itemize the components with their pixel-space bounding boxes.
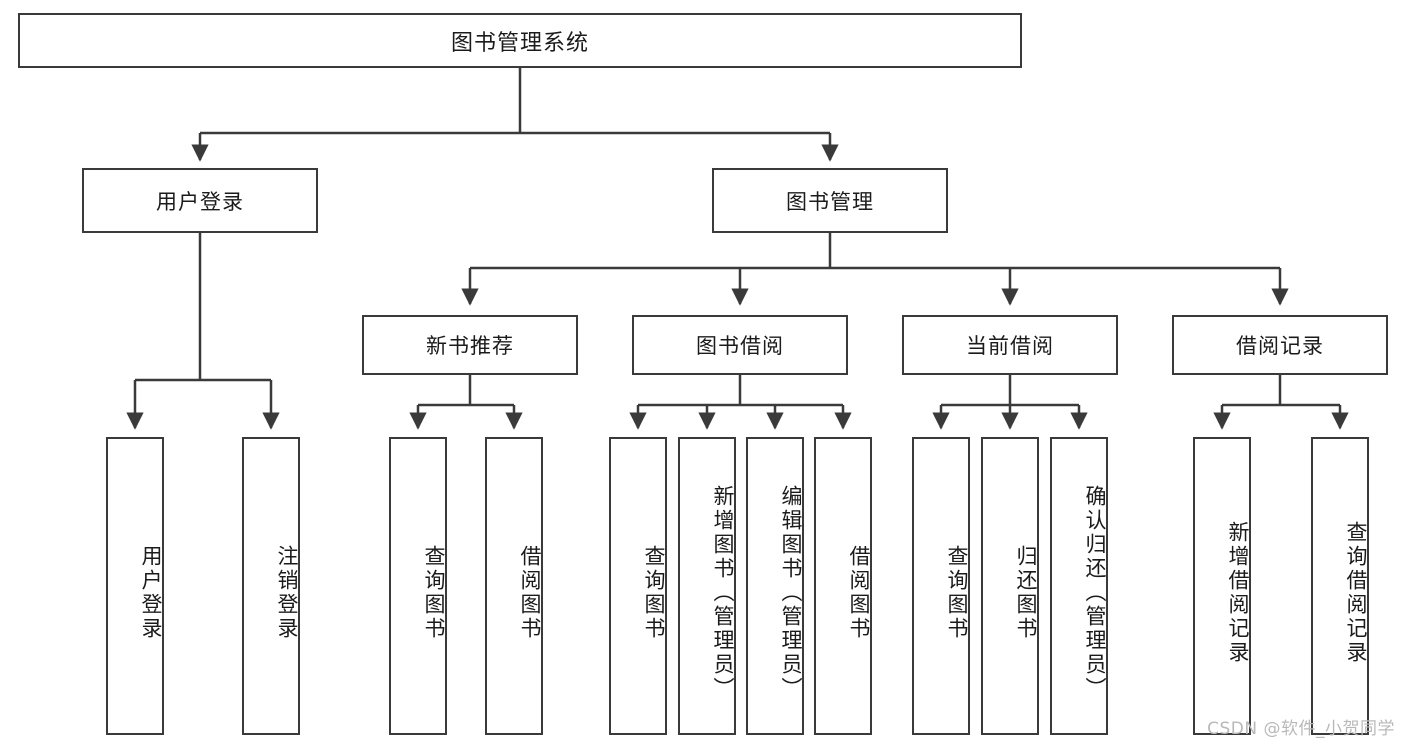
leaf-book-borrow-edit[interactable]: 编辑图书（管理员） <box>746 437 804 735</box>
leaf-current-borrow-query[interactable]: 查询图书 <box>912 437 970 735</box>
node-borrow-record[interactable]: 借阅记录 <box>1172 315 1388 375</box>
node-book-borrow[interactable]: 图书借阅 <box>632 315 848 375</box>
leaf-borrow-record-query[interactable]: 查询借阅记录 <box>1311 437 1369 735</box>
leaf-new-book-query[interactable]: 查询图书 <box>389 437 447 735</box>
leaf-current-borrow-return[interactable]: 归还图书 <box>981 437 1039 735</box>
node-user-login[interactable]: 用户登录 <box>82 168 318 233</box>
node-current-borrow[interactable]: 当前借阅 <box>902 315 1118 375</box>
leaf-current-borrow-confirm-return[interactable]: 确认归还（管理员） <box>1050 437 1108 735</box>
node-root-system[interactable]: 图书管理系统 <box>18 13 1022 68</box>
leaf-borrow-record-add[interactable]: 新增借阅记录 <box>1193 437 1251 735</box>
csdn-watermark: CSDN @软件_小贺同学 <box>1207 719 1395 739</box>
node-book-management[interactable]: 图书管理 <box>712 168 948 233</box>
leaf-book-borrow-query[interactable]: 查询图书 <box>609 437 667 735</box>
leaf-book-borrow-borrow[interactable]: 借阅图书 <box>814 437 872 735</box>
node-new-book-recommend[interactable]: 新书推荐 <box>362 315 578 375</box>
leaf-user-login-logout[interactable]: 注销登录 <box>242 437 300 735</box>
leaf-user-login-login[interactable]: 用户登录 <box>106 437 164 735</box>
leaf-new-book-borrow[interactable]: 借阅图书 <box>485 437 543 735</box>
leaf-book-borrow-add[interactable]: 新增图书（管理员） <box>678 437 736 735</box>
